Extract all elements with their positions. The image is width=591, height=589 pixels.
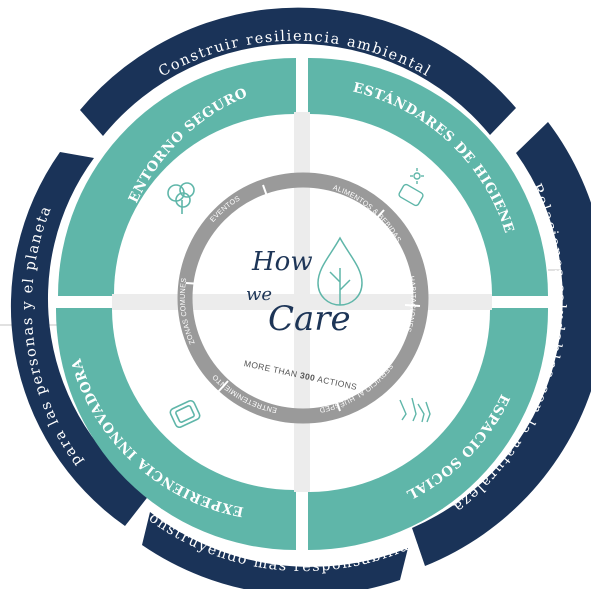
outer-bands — [10, 7, 591, 589]
ring-separators — [185, 184, 421, 412]
center-line-care: Care — [268, 299, 351, 339]
tree-icon — [167, 182, 195, 214]
social-icon — [399, 397, 431, 423]
center-line-how: How — [251, 247, 313, 277]
outer-band-bottom — [142, 512, 408, 589]
activity-ring — [177, 172, 429, 424]
outer-band-top — [80, 7, 516, 137]
device-icon — [169, 399, 201, 429]
outer-band-left — [10, 152, 150, 526]
outer-band-right — [412, 122, 591, 566]
water-drop-icon — [317, 236, 363, 306]
center-line-we: we — [246, 284, 272, 305]
hygiene-icon — [398, 168, 424, 207]
